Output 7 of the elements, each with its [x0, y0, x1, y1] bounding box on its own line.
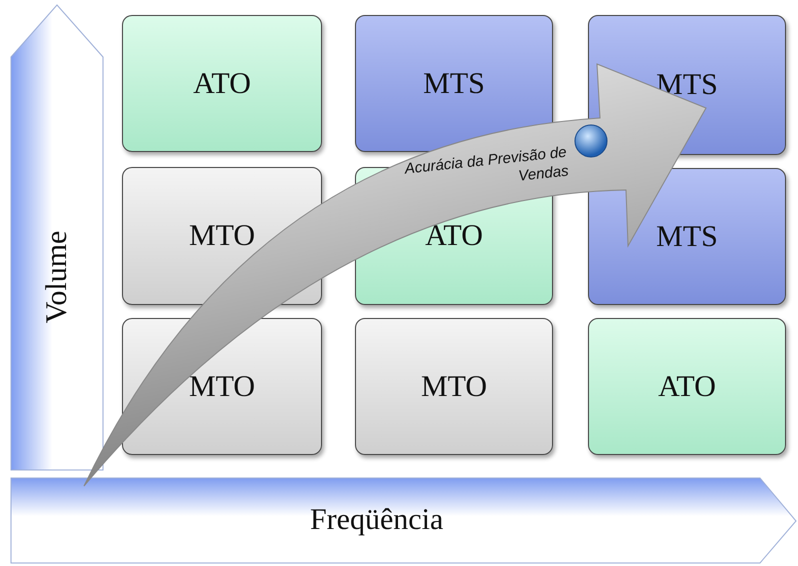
axis-label: Freqüência [310, 503, 444, 537]
strategy-box: MTS [588, 168, 786, 305]
strategy-box: ATO [588, 318, 786, 455]
vertical-axis-arrow [10, 2, 105, 472]
strategy-box: ATO [122, 15, 322, 152]
strategy-box: MTO [355, 318, 553, 455]
axis-label: Volume [40, 230, 74, 326]
